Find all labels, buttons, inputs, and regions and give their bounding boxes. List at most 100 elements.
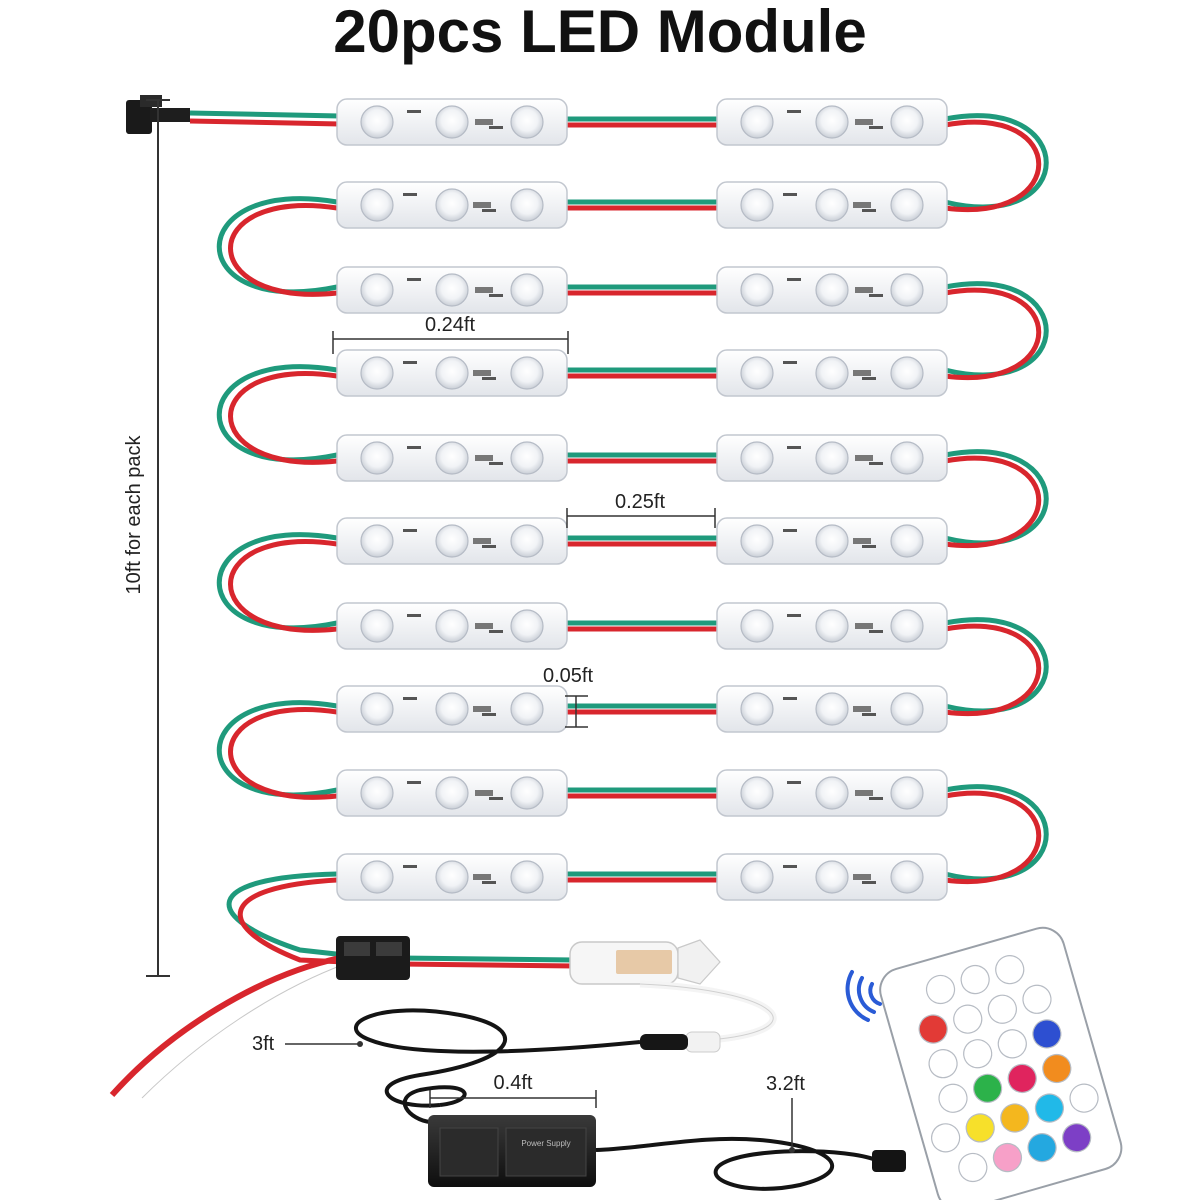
led-lens	[435, 105, 469, 139]
component-mark	[787, 278, 801, 281]
component-mark	[787, 110, 801, 113]
component-mark	[853, 202, 871, 208]
component-mark	[403, 361, 417, 364]
led-lens	[360, 609, 394, 643]
module-gap-dimension: 0.25ft	[566, 491, 716, 528]
led-module	[336, 769, 568, 817]
wire	[226, 871, 346, 958]
led-lens	[360, 441, 394, 475]
led-lens	[890, 609, 924, 643]
led-module	[716, 349, 948, 397]
wire	[944, 617, 1049, 714]
led-module	[716, 853, 948, 901]
remote-button[interactable]	[1032, 1091, 1067, 1126]
wire	[944, 623, 1042, 717]
component-mark	[475, 287, 493, 293]
led-lens	[435, 356, 469, 390]
led-lens	[510, 356, 544, 390]
component-mark	[869, 630, 883, 633]
remote-button[interactable]	[985, 992, 1020, 1027]
remote-button[interactable]	[928, 1121, 963, 1156]
remote-button[interactable]	[960, 1036, 995, 1071]
component-mark	[482, 377, 496, 380]
component-mark	[489, 126, 503, 129]
component-mark	[783, 865, 797, 868]
component-mark	[473, 874, 491, 880]
remote-button[interactable]	[970, 1071, 1005, 1106]
component-mark	[403, 697, 417, 700]
led-lens	[510, 188, 544, 222]
led-lens	[890, 860, 924, 894]
remote-button[interactable]	[916, 1012, 951, 1047]
led-lens	[435, 609, 469, 643]
remote-button[interactable]	[950, 1002, 985, 1037]
adapter-label: Power Supply	[521, 1139, 570, 1148]
led-module	[716, 685, 948, 733]
pack-length-label: 10ft for each pack	[123, 435, 145, 595]
component-mark	[853, 370, 871, 376]
led-lens	[435, 860, 469, 894]
component-mark	[787, 781, 801, 784]
remote-button[interactable]	[1067, 1081, 1102, 1116]
remote-button[interactable]	[936, 1081, 971, 1116]
led-lens	[740, 776, 774, 810]
remote-button[interactable]	[956, 1150, 991, 1185]
remote-button[interactable]	[1059, 1120, 1094, 1155]
component-mark	[783, 193, 797, 196]
led-module	[716, 98, 948, 146]
remote-button[interactable]	[1030, 1017, 1065, 1052]
remote-button[interactable]	[958, 962, 993, 997]
component-mark	[482, 881, 496, 884]
led-lens	[740, 188, 774, 222]
led-lens	[435, 188, 469, 222]
component-mark	[407, 614, 421, 617]
led-module	[336, 517, 568, 565]
led-lens	[740, 356, 774, 390]
led-lens	[815, 692, 849, 726]
remote-button[interactable]	[1040, 1051, 1075, 1086]
remote-button[interactable]	[1020, 982, 1055, 1017]
component-mark	[482, 545, 496, 548]
signal-waves-icon	[845, 970, 882, 1022]
led-lens	[510, 105, 544, 139]
wire	[944, 790, 1042, 885]
led-lens	[435, 524, 469, 558]
remote-button[interactable]	[926, 1046, 961, 1081]
module-length-label: 0.24ft	[425, 314, 475, 336]
remote-button[interactable]	[923, 972, 958, 1007]
led-lens	[815, 105, 849, 139]
wiring	[189, 110, 1049, 965]
remote-button[interactable]	[963, 1111, 998, 1146]
component-mark	[489, 294, 503, 297]
component-mark	[473, 706, 491, 712]
led-lens	[890, 692, 924, 726]
led-lens	[360, 356, 394, 390]
remote-button[interactable]	[1005, 1061, 1040, 1096]
component-mark	[862, 881, 876, 884]
remote-button[interactable]	[995, 1027, 1030, 1062]
component-mark	[869, 797, 883, 800]
component-mark	[407, 446, 421, 449]
led-module	[336, 685, 568, 733]
component-mark	[855, 287, 873, 293]
wire	[944, 449, 1049, 546]
remote-button[interactable]	[998, 1101, 1033, 1136]
led-module	[336, 602, 568, 650]
led-lens	[815, 273, 849, 307]
remote-button[interactable]	[990, 1140, 1025, 1175]
wire	[944, 287, 1042, 381]
remote-button[interactable]	[1025, 1130, 1060, 1165]
wire	[228, 203, 338, 297]
wire	[216, 364, 338, 463]
led-lens	[890, 776, 924, 810]
component-mark	[869, 462, 883, 465]
led-lens	[740, 524, 774, 558]
wire	[189, 118, 341, 127]
component-mark	[403, 529, 417, 532]
module-thickness-dimension: 0.05ft	[543, 665, 593, 728]
led-lens	[360, 860, 394, 894]
component-mark	[853, 874, 871, 880]
remote-button[interactable]	[992, 952, 1027, 987]
wire	[216, 700, 338, 798]
